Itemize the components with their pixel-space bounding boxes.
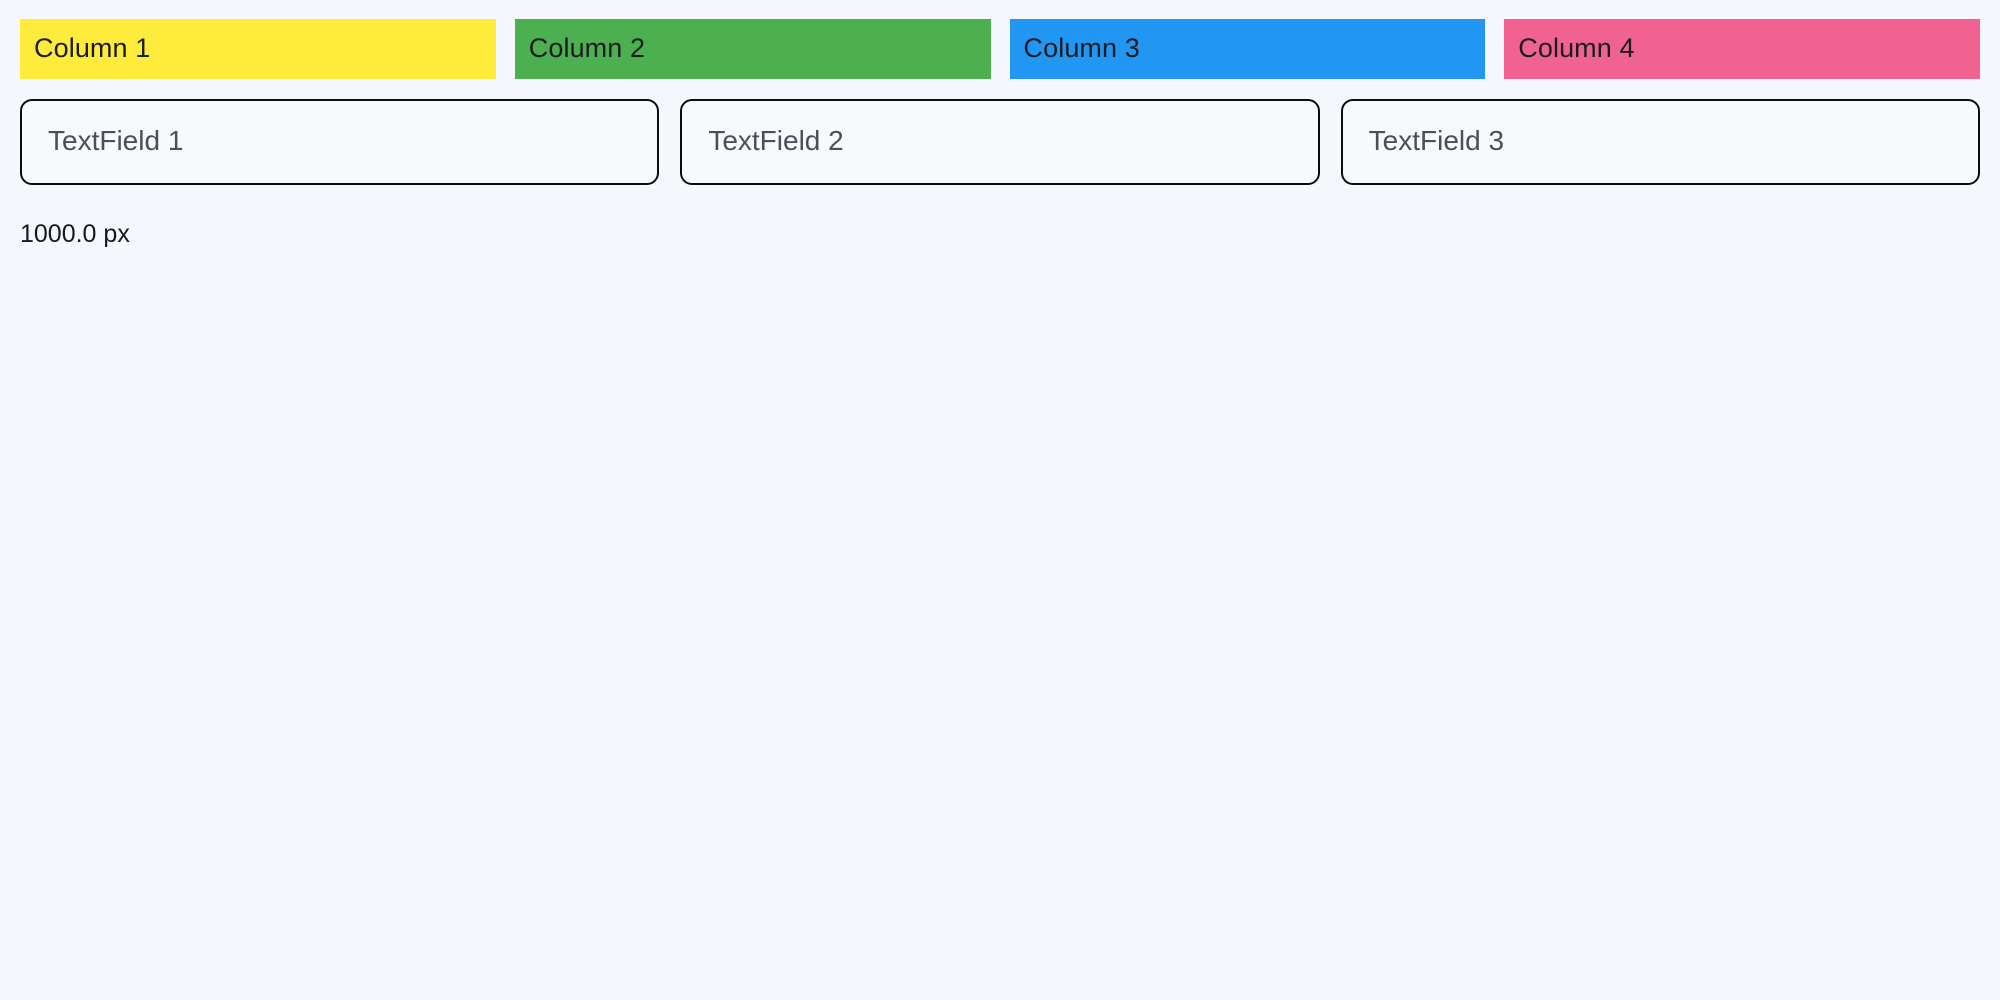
text-field-placeholder: TextField 2 [708, 125, 844, 156]
columns-row: Column 1 Column 2 Column 3 Column 4 [20, 19, 1980, 79]
column-block-1[interactable]: Column 1 [20, 19, 496, 79]
column-label: Column 3 [1023, 32, 1140, 63]
text-field-placeholder: TextField 1 [48, 125, 184, 156]
column-block-3[interactable]: Column 3 [1009, 19, 1486, 79]
text-field-1[interactable]: TextField 1 [20, 99, 660, 185]
column-block-2[interactable]: Column 2 [514, 19, 991, 79]
text-field-3[interactable]: TextField 3 [1340, 99, 1980, 185]
text-field-placeholder: TextField 3 [1368, 125, 1505, 156]
column-label: Column 4 [1518, 32, 1635, 63]
width-measurement-label: 1000.0 px [20, 220, 130, 248]
empty-canvas-area [0, 260, 2000, 1000]
text-field-2[interactable]: TextField 2 [680, 99, 1320, 185]
column-label: Column 1 [34, 32, 151, 63]
column-block-4[interactable]: Column 4 [1504, 19, 1980, 79]
column-label: Column 2 [528, 32, 646, 63]
text-fields-row: TextField 1 TextField 2 TextField 3 [20, 99, 1980, 185]
